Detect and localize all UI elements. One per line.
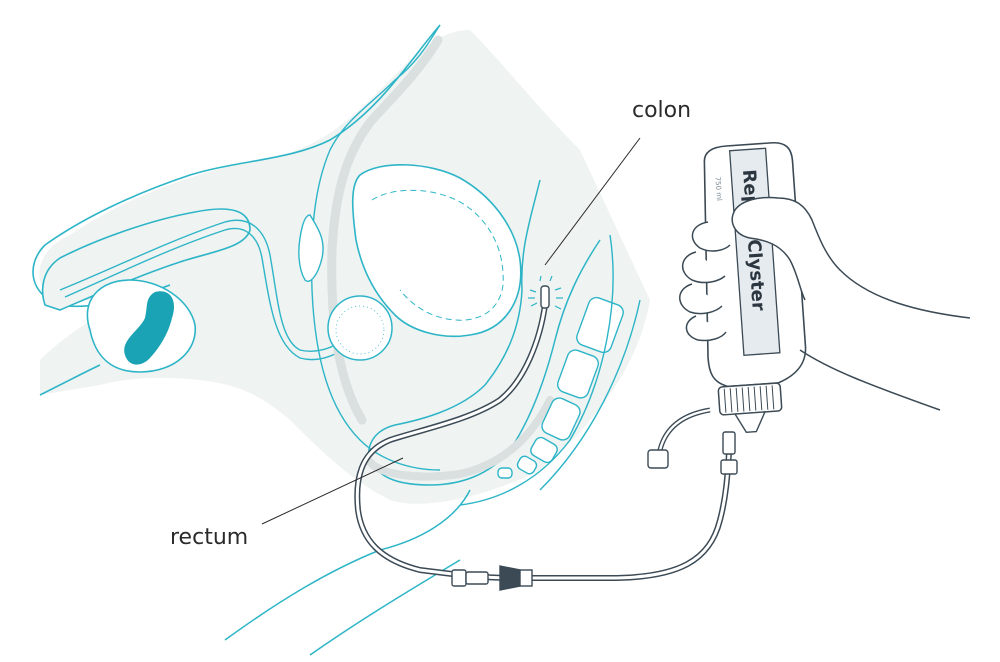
spray-marks bbox=[528, 275, 563, 310]
rectum-leader-line bbox=[261, 457, 404, 525]
label-rectum: rectum bbox=[170, 525, 248, 550]
testis bbox=[124, 291, 175, 365]
buttock-outline bbox=[224, 489, 471, 641]
tube-clamp bbox=[720, 431, 738, 475]
enema-bottle: Rep Clyster 750 ml bbox=[703, 142, 807, 434]
colon-leader-line bbox=[544, 137, 641, 266]
catheter-tip bbox=[540, 285, 550, 309]
pelvic-body-section bbox=[39, 30, 650, 504]
bladder bbox=[351, 164, 522, 338]
urethra bbox=[59, 219, 351, 352]
hand bbox=[679, 196, 971, 411]
pubic-bone bbox=[298, 214, 324, 282]
prostate bbox=[327, 295, 393, 361]
cap-tube bbox=[657, 407, 711, 451]
cap bbox=[647, 449, 669, 469]
bottle-brand-main: Clyster bbox=[743, 239, 769, 312]
label-colon: colon bbox=[632, 98, 691, 123]
tube-connector bbox=[451, 565, 533, 591]
bottle-volume: 750 ml bbox=[713, 176, 723, 201]
penis-outline bbox=[41, 208, 251, 311]
colon-wall bbox=[368, 179, 541, 463]
